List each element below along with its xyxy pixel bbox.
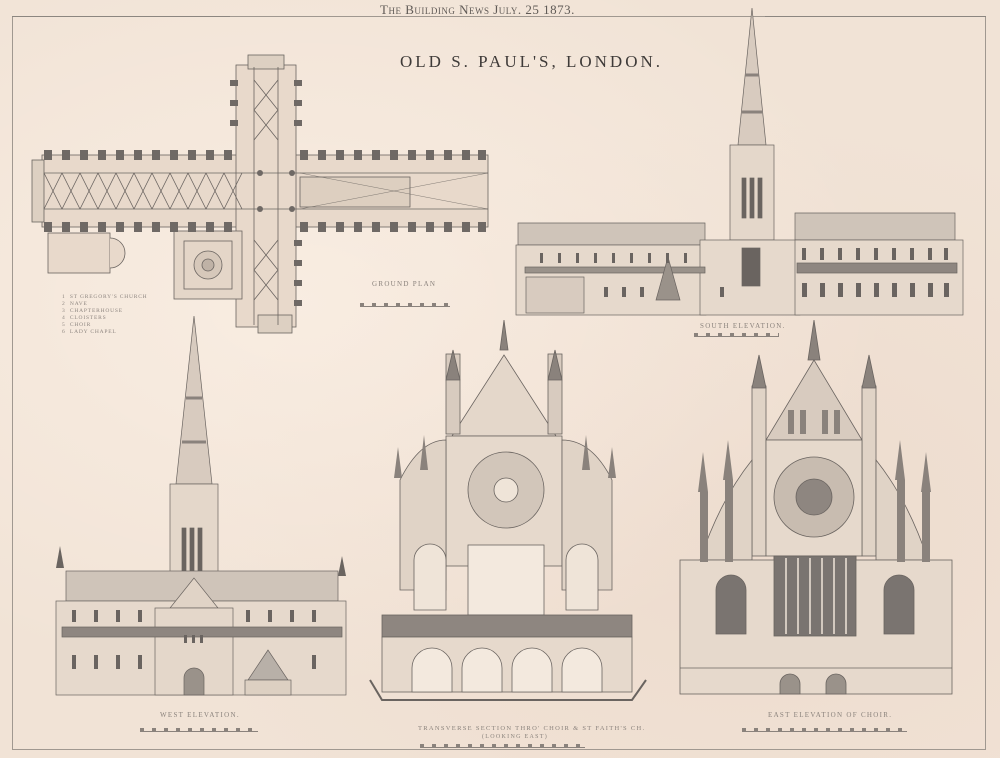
publication-header: The Building News July. 25 1873.	[380, 2, 575, 17]
south-elevation-caption: South Elevation.	[700, 322, 786, 330]
plate-border	[12, 16, 986, 750]
plate-title: OLD S. PAUL'S, LONDON.	[400, 52, 664, 71]
west-elevation-scale-bar	[140, 728, 258, 732]
ground-plan-legend: 1 St Gregory's Church 2 Nave 3 Chapterho…	[62, 294, 147, 336]
header-rule-left	[12, 16, 230, 17]
transverse-section-caption: Transverse Section thro' Choir & St Fait…	[418, 725, 646, 732]
legend-item: 1 St Gregory's Church	[62, 294, 148, 300]
transverse-section-scale-bar	[420, 744, 585, 748]
ground-plan-scale-bar	[360, 303, 450, 307]
header-rule-right	[765, 16, 986, 17]
legend-item: 6 Lady Chapel	[62, 329, 117, 335]
west-elevation-caption: West Elevation.	[160, 711, 240, 719]
south-elevation-scale-bar	[694, 333, 779, 337]
transverse-section-subcaption: (Looking East)	[482, 734, 549, 740]
legend-item: 3 Chapterhouse	[62, 308, 123, 314]
east-elevation-caption: East Elevation of Choir.	[768, 711, 893, 719]
ground-plan-caption: Ground Plan	[372, 280, 437, 288]
east-elevation-scale-bar	[742, 728, 907, 732]
legend-item: 4 Cloisters	[62, 315, 107, 321]
legend-item: 2 Nave	[62, 301, 88, 307]
legend-item: 5 Choir	[62, 322, 92, 328]
